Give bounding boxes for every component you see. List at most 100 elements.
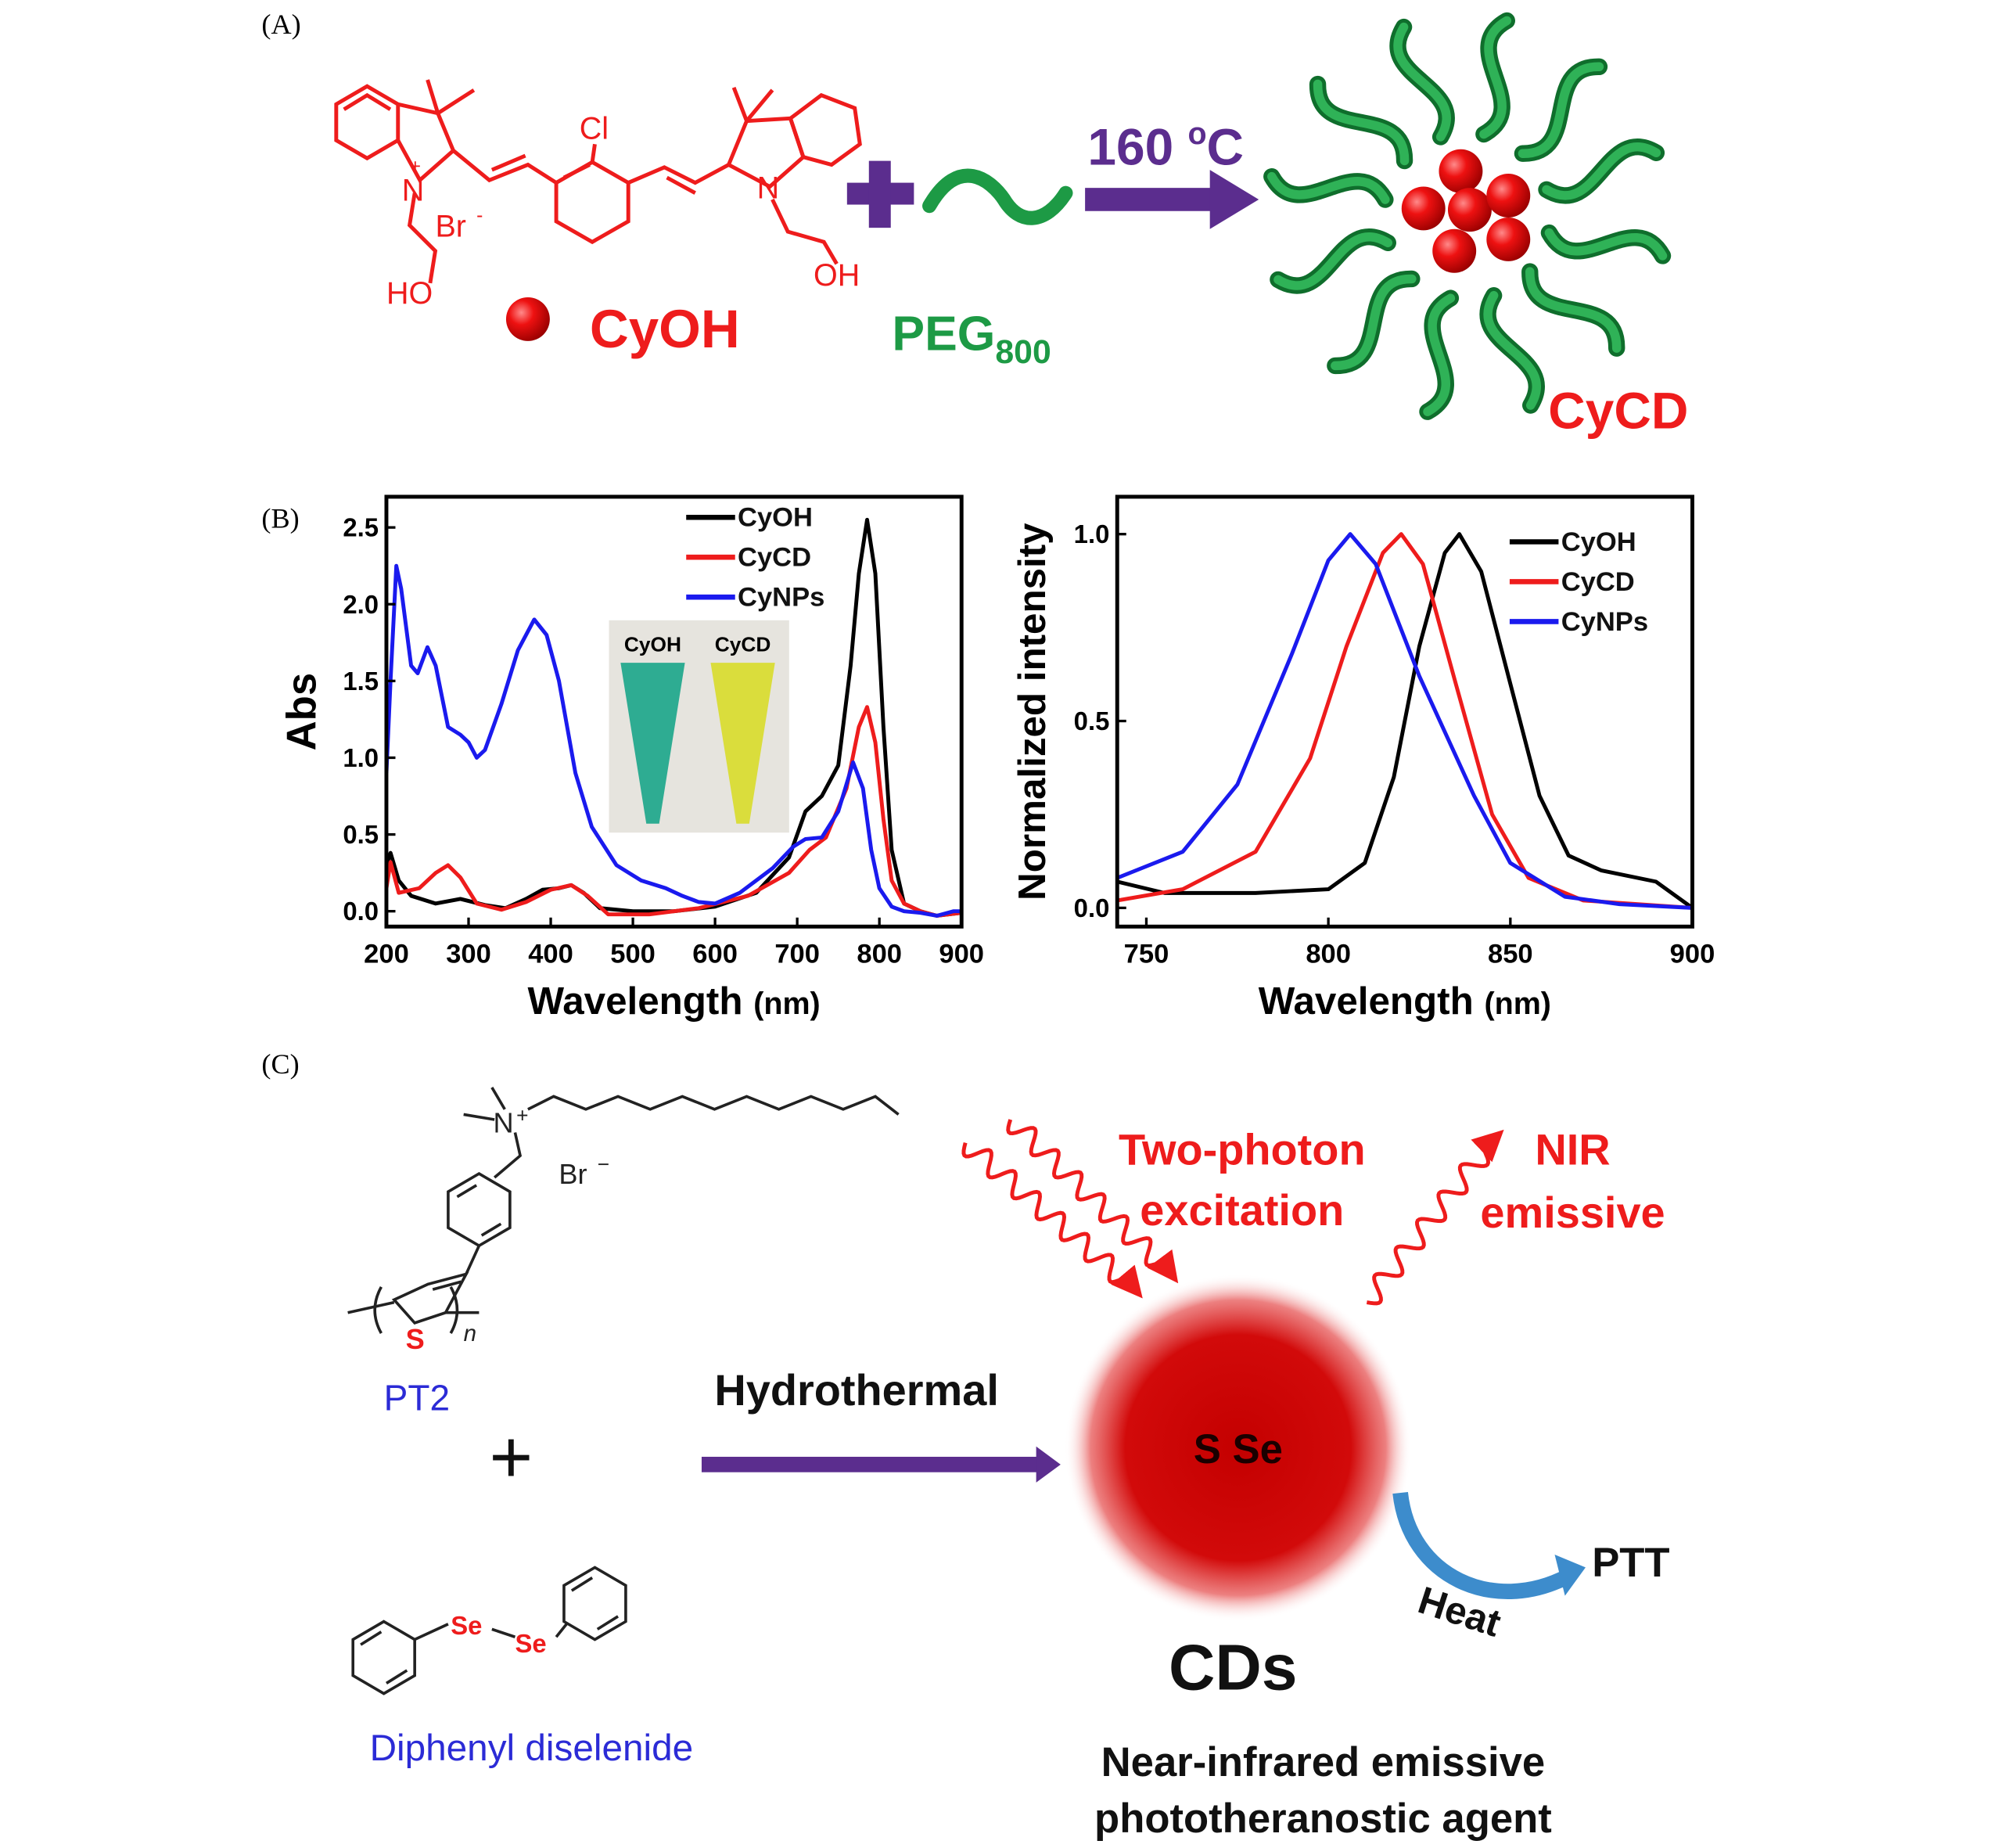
- cyoh-structure: [334, 79, 862, 284]
- atom-se-1: Se: [451, 1611, 482, 1640]
- peg-chain-highlight: [1544, 228, 1668, 261]
- cycd-label: CyCD: [1548, 382, 1688, 440]
- absorbance-chart: CyOH CyCD CyOH CyCD CyNPs 200 300 400 500 600 700 8…: [279, 494, 984, 1023]
- legend-label-cyoh: CyOH: [738, 503, 813, 533]
- atom-br-charge-pt2: −: [598, 1152, 609, 1176]
- legend-label-cynps: CyNPs: [1561, 607, 1648, 637]
- y-tick-label: 1.0: [1074, 520, 1110, 548]
- vial-cycd-icon: [710, 663, 775, 824]
- x-axis-title-text: Wavelength: [527, 980, 753, 1023]
- peg-chain-highlight: [1267, 171, 1390, 204]
- emission-label-line2: emissive: [1480, 1188, 1665, 1237]
- peg-chain-icon: [922, 168, 1073, 225]
- plus-icon: [846, 160, 914, 228]
- reaction-arrow-icon: [1085, 170, 1259, 229]
- plus-sign: +: [490, 1416, 533, 1499]
- y-tick-label: 0.5: [1074, 706, 1110, 735]
- diselenide-label: Diphenyl diselenide: [370, 1728, 694, 1769]
- series-line-cynps: [1116, 532, 1693, 910]
- series-line-cyoh: [1116, 532, 1694, 910]
- cyoh-ball-icon: [1486, 174, 1531, 218]
- y-tick-label: 2.5: [343, 513, 379, 542]
- x-tick-label: 400: [528, 939, 573, 969]
- x-axis-unit: (nm): [1484, 987, 1550, 1021]
- diphenyl-diselenide-structure: [351, 1566, 627, 1695]
- cyoh-ball-icon: [1432, 228, 1477, 273]
- plot-frame: [384, 494, 964, 929]
- excitation-wave-icon: [961, 1119, 1179, 1299]
- plot-frame: [1115, 494, 1694, 929]
- excitation-label-line1: Two-photon: [1119, 1125, 1366, 1174]
- series-line-cycd: [384, 705, 962, 918]
- heat-arrow-icon: [1392, 1491, 1586, 1599]
- x-tick-label: 500: [610, 939, 656, 969]
- peg-chain-highlight: [1423, 293, 1456, 416]
- atom-br-pt2: Br: [559, 1158, 587, 1190]
- hydrothermal-label: Hydrothermal: [714, 1365, 998, 1415]
- x-tick-label: 800: [1306, 939, 1351, 969]
- emission-label-line1: NIR: [1535, 1125, 1610, 1174]
- y-tick-label: 2.0: [343, 590, 379, 619]
- peg-chain-highlight: [1525, 267, 1622, 353]
- y-tick-label: 0.5: [343, 820, 379, 849]
- peg-chain-highlight: [1273, 232, 1393, 290]
- x-tick-label: 800: [857, 939, 902, 969]
- emission-chart: CyOH CyCD CyNPs 750 800 850 900 0.0 0.5 1.0Wavele…: [1011, 494, 1715, 1023]
- legend-label-cyoh: CyOH: [1561, 527, 1636, 557]
- inset-label-cyoh: CyOH: [624, 632, 681, 656]
- atom-se-2: Se: [515, 1629, 546, 1658]
- atom-n-pt2: N: [493, 1106, 513, 1138]
- peg-chain-highlight: [1483, 290, 1541, 410]
- pt2-label: PT2: [384, 1378, 450, 1418]
- x-axis-title: Wavelength (nm): [1259, 980, 1551, 1023]
- x-tick-label: 300: [446, 939, 491, 969]
- atom-br: Br: [435, 210, 465, 244]
- x-tick-label: 900: [939, 939, 984, 969]
- carbon-dot-sphere-icon: [1064, 1274, 1412, 1622]
- x-tick-label: 200: [364, 939, 409, 969]
- panel-label-b: (B): [261, 502, 299, 534]
- cyoh-ball-icon: [1439, 149, 1483, 193]
- series-line-cynps: [384, 563, 962, 918]
- panel-label-a: (A): [261, 9, 300, 40]
- panel-a: (A) Cl N + N: [261, 9, 1688, 440]
- x-axis-unit: (nm): [753, 987, 821, 1021]
- cyoh-label: CyOH: [590, 298, 740, 359]
- atom-n-charge-pt2: +: [516, 1103, 528, 1127]
- legend-label-cynps: CyNPs: [738, 583, 824, 613]
- cds-label: CDs: [1169, 1633, 1298, 1704]
- peg-chain-highlight: [1479, 16, 1512, 139]
- cyoh-ball-icon: [1486, 217, 1531, 261]
- atom-n-charge: +: [410, 156, 421, 177]
- description-line1: Near-infrared emissive: [1101, 1739, 1545, 1785]
- legend-label-cycd: CyCD: [738, 543, 811, 573]
- peg-chain-highlight: [1313, 79, 1410, 166]
- peg-chain-highlight: [1393, 22, 1451, 142]
- x-tick-label: 850: [1488, 939, 1533, 969]
- y-tick-label: 1.5: [343, 667, 379, 696]
- x-tick-label: 900: [1670, 939, 1715, 969]
- y-tick-label: 0.0: [1074, 893, 1110, 922]
- cyoh-ball-icon: [1447, 188, 1492, 232]
- panel-label-c: (C): [261, 1048, 299, 1080]
- description-line2: phototheranostic agent: [1094, 1796, 1552, 1842]
- atom-n: N: [757, 171, 780, 205]
- series-line-cycd: [1116, 532, 1693, 910]
- y-axis-title: Normalized intensity: [1011, 523, 1054, 901]
- core-label: S Se: [1194, 1426, 1283, 1472]
- vial-cyoh-icon: [620, 663, 685, 824]
- y-tick-label: 1.0: [343, 743, 379, 772]
- reaction-condition: 160 oC: [1087, 117, 1244, 175]
- cyoh-ball-icon: [505, 297, 550, 341]
- x-tick-label: 700: [774, 939, 820, 969]
- y-tick-label: 0.0: [343, 897, 379, 926]
- inset-label-cycd: CyCD: [715, 632, 771, 656]
- repeat-n: n: [464, 1321, 476, 1346]
- x-tick-label: 600: [692, 939, 738, 969]
- cycd-nanoparticle-icon: [1263, 12, 1672, 420]
- legend-label-cycd: CyCD: [1561, 567, 1635, 597]
- x-tick-label: 750: [1124, 939, 1169, 969]
- peg-chain-highlight: [1518, 62, 1604, 158]
- atom-cl: Cl: [580, 112, 609, 146]
